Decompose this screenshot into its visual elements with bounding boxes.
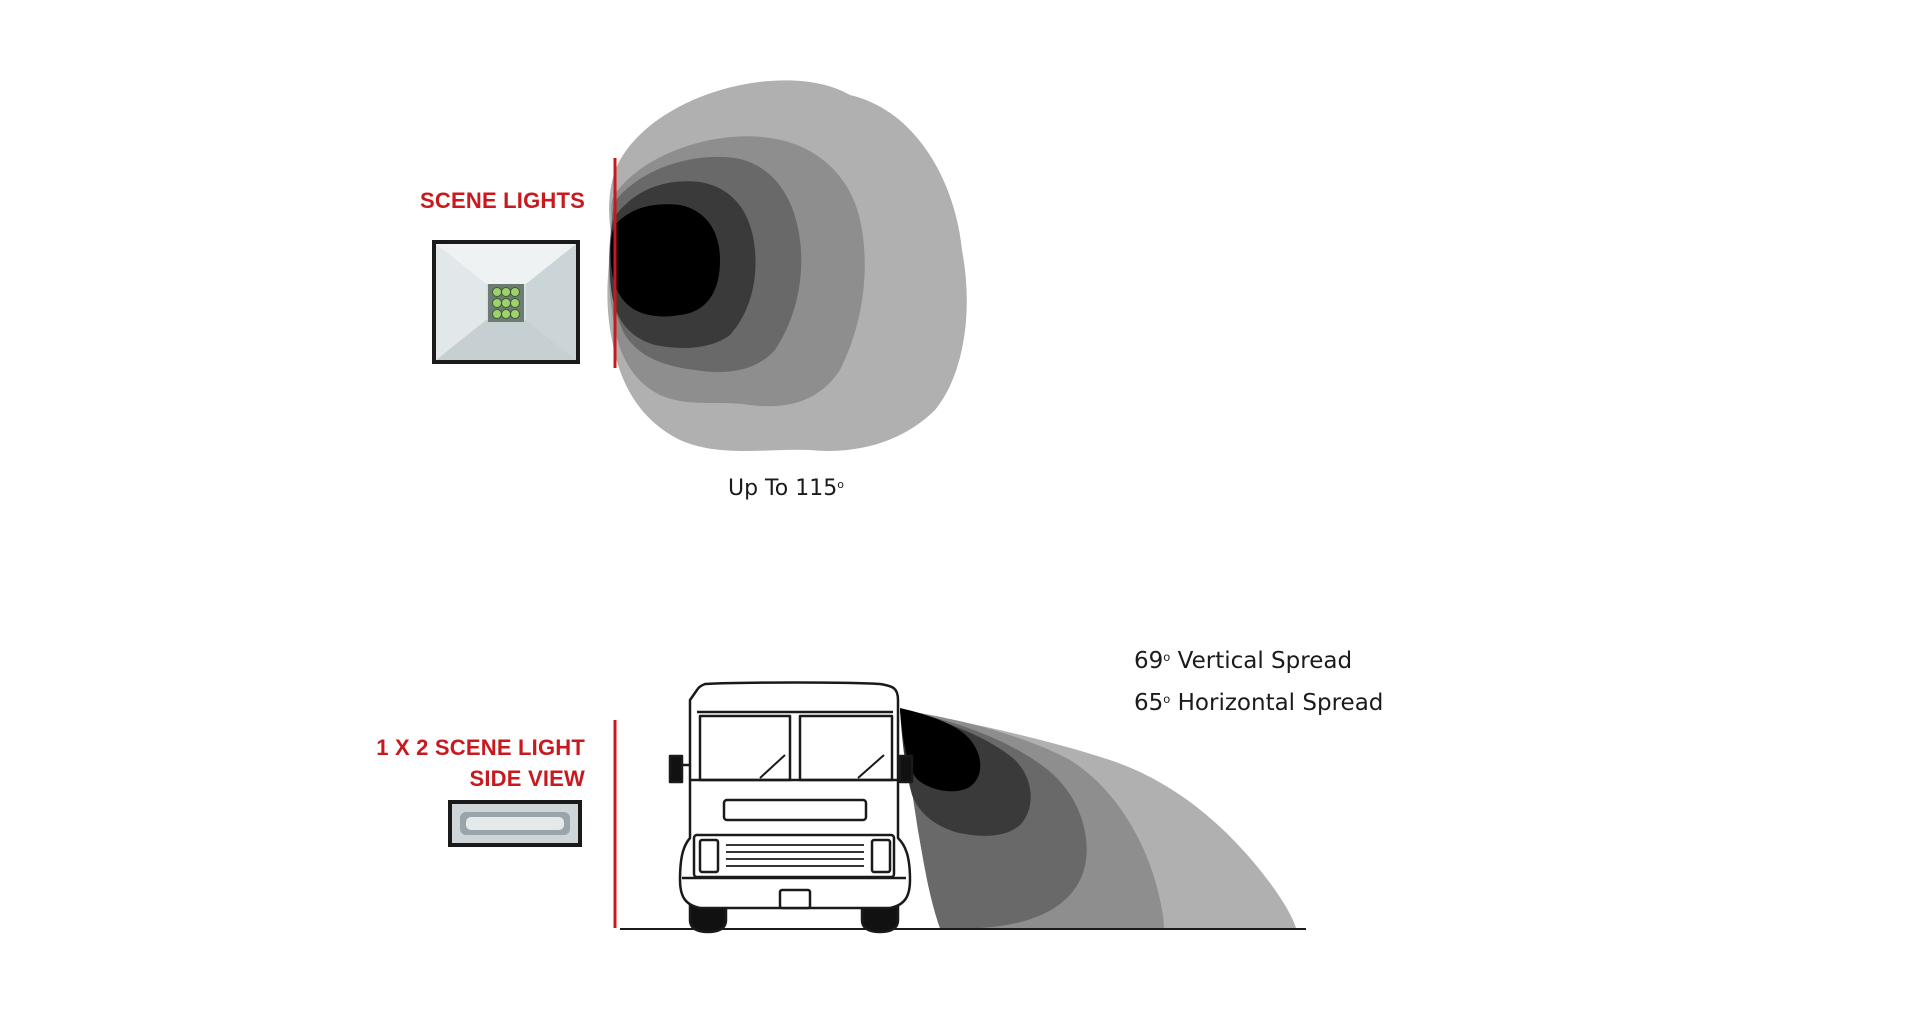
beam-angle-caption: Up To 115o xyxy=(728,476,844,501)
beam-angle-text: Up To 115 xyxy=(728,476,838,501)
horizontal-spread-degree: o xyxy=(1163,692,1171,706)
beam-angle-degree: o xyxy=(837,478,844,491)
side-beam-core xyxy=(900,708,981,792)
side-view-title-line2: SIDE VIEW xyxy=(469,766,585,791)
top-beam-pattern xyxy=(607,80,967,451)
led-bar-light-icon xyxy=(448,800,582,847)
vertical-spread-label: 69o Vertical Spread xyxy=(1134,648,1352,674)
horizontal-spread-text: Horizontal Spread xyxy=(1170,690,1384,716)
horizontal-spread-label: 65o Horizontal Spread xyxy=(1134,690,1383,716)
vertical-spread-text: Vertical Spread xyxy=(1170,648,1353,674)
horizontal-spread-value: 65 xyxy=(1134,690,1164,716)
beam-layer-core xyxy=(610,204,720,317)
led-scene-light-icon xyxy=(432,240,580,364)
side-beam-pattern xyxy=(900,708,1296,928)
scene-lights-title: SCENE LIGHTS xyxy=(420,188,585,213)
vertical-spread-value: 69 xyxy=(1134,648,1164,674)
side-view-title-line1: 1 X 2 SCENE LIGHT xyxy=(376,735,585,760)
rv-front-view-icon xyxy=(668,681,914,934)
vertical-spread-degree: o xyxy=(1163,650,1171,664)
